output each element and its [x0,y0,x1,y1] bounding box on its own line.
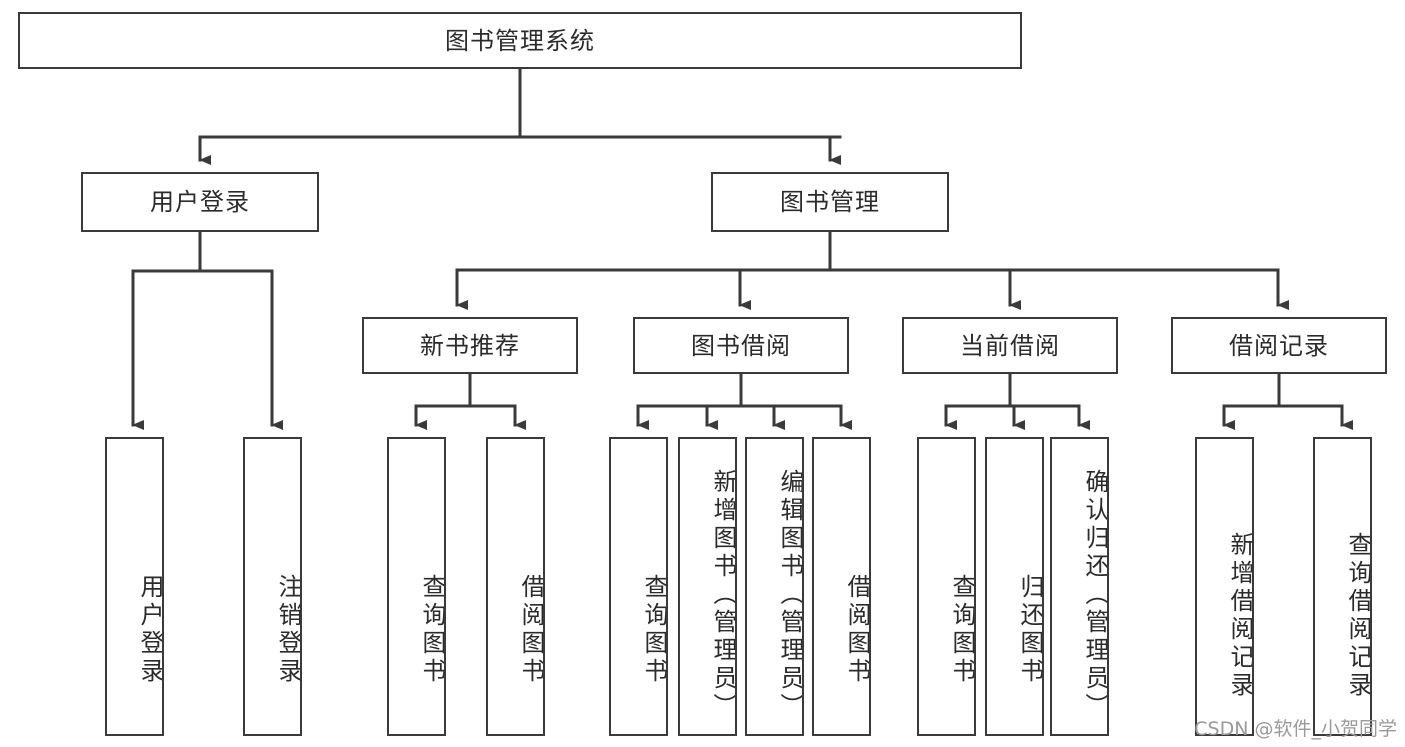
leaf-user-logout[interactable]: 注销登录 [243,437,302,736]
leaf-add-borrow-record[interactable]: 新增借阅记录 [1195,437,1254,736]
node-borrow-record[interactable]: 借阅记录 [1171,317,1387,374]
node-book-borrow[interactable]: 图书借阅 [633,317,849,374]
leaf-query-borrow-record[interactable]: 查询借阅记录 [1313,437,1372,736]
leaf-borrow-book[interactable]: 借阅图书 [812,437,871,736]
leaf-add-book-admin[interactable]: 新增图书（管理员） [678,437,737,736]
leaf-borrow-book-recommend[interactable]: 借阅图书 [486,437,545,736]
leaf-query-book-recommend[interactable]: 查询图书 [387,437,446,736]
leaf-return-book[interactable]: 归还图书 [985,437,1044,736]
leaf-query-book-current[interactable]: 查询图书 [917,437,976,736]
leaf-edit-book-admin[interactable]: 编辑图书（管理员） [745,437,804,736]
node-book-management[interactable]: 图书管理 [711,172,949,232]
node-user-login[interactable]: 用户登录 [81,172,319,232]
node-root[interactable]: 图书管理系统 [18,12,1022,69]
leaf-confirm-return-admin[interactable]: 确认归还（管理员） [1050,437,1109,736]
leaf-user-login[interactable]: 用户登录 [105,437,164,736]
node-new-book-recommend[interactable]: 新书推荐 [362,317,578,374]
leaf-query-book-borrow[interactable]: 查询图书 [609,437,668,736]
node-current-borrow[interactable]: 当前借阅 [902,317,1118,374]
